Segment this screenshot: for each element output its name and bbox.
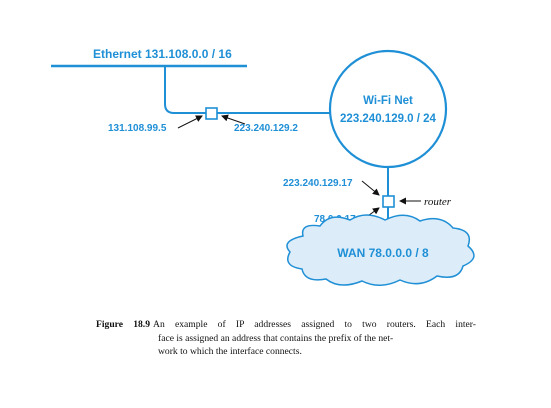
router1-box	[205, 107, 218, 120]
network-diagram: Ethernet 131.108.0.0 / 16 131.108.99.5 2…	[51, 47, 475, 286]
caption-text-1: An example of IP addresses assigned to t…	[153, 319, 476, 330]
arrow-router1-ethernet	[177, 115, 203, 129]
arrow-router1-wifi	[221, 114, 246, 125]
router1-wifi-address: 223.240.129.2	[234, 123, 298, 134]
arrow-router2-wifi	[361, 180, 380, 196]
router2-label: router	[424, 196, 452, 208]
router1-ethernet-address: 131.108.99.5	[108, 123, 167, 134]
wifi-network-circle	[328, 49, 448, 169]
router2-box	[382, 195, 395, 208]
caption-line-3: work to which the interface connects.	[158, 346, 302, 357]
wifi-title: Wi-Fi Net	[363, 95, 413, 107]
figure-number: Figure 18.9	[96, 319, 151, 330]
ethernet-to-router1-link	[164, 66, 206, 114]
router2-wifi-address: 223.240.129.17	[283, 178, 353, 189]
ethernet-label: Ethernet 131.108.0.0 / 16	[93, 47, 232, 61]
caption-line-2: face is assigned an address that contain…	[158, 332, 394, 344]
wan-label: WAN 78.0.0.0 / 8	[337, 246, 429, 260]
wifi-prefix: 223.240.129.0 / 24	[340, 113, 437, 125]
wan-cloud	[286, 214, 475, 286]
